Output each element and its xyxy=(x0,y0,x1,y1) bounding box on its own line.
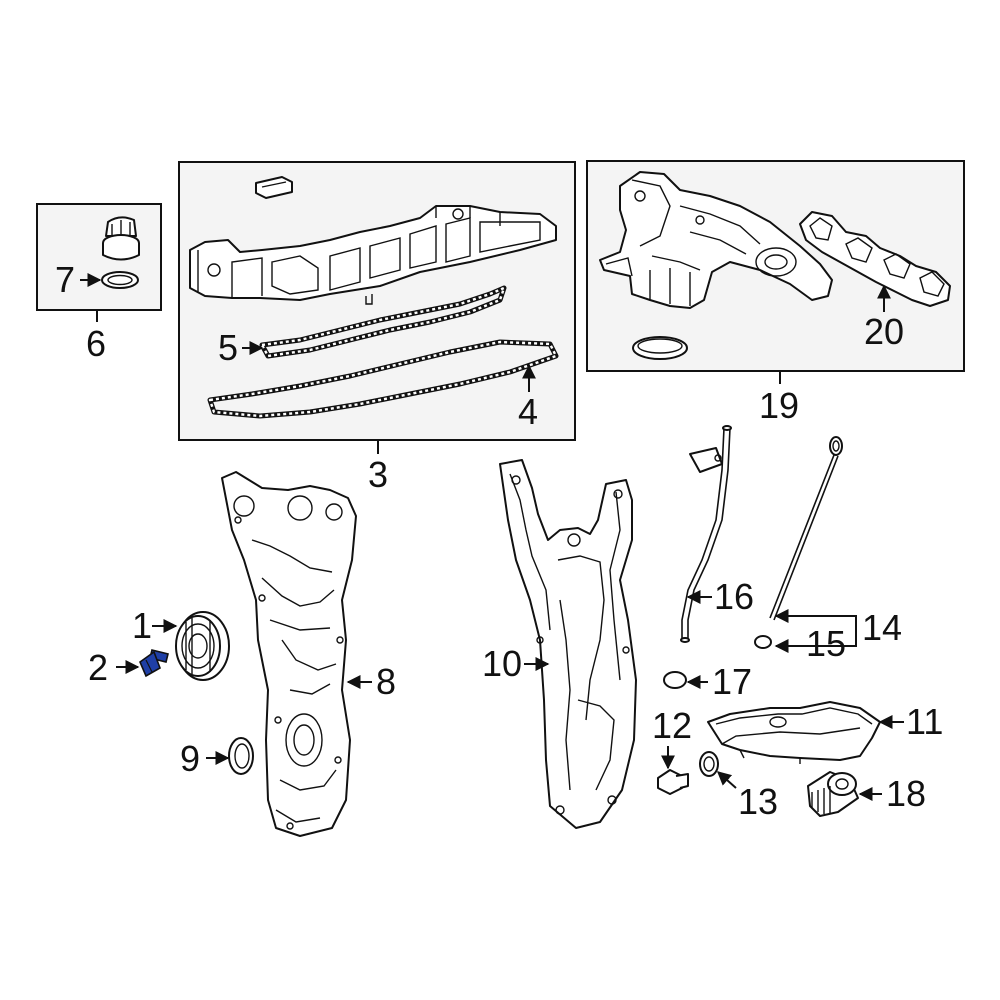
callout-3: 3 xyxy=(368,454,388,495)
callout-13: 13 xyxy=(738,781,778,822)
oil-pan[interactable] xyxy=(707,701,881,764)
intake-manifold[interactable] xyxy=(599,171,833,309)
callout-8: 8 xyxy=(376,661,396,702)
drain-plug-gasket[interactable] xyxy=(699,751,719,777)
callout-12: 12 xyxy=(652,705,692,746)
oil-filter[interactable] xyxy=(807,771,859,817)
spark-plug-tube-gasket[interactable] xyxy=(259,285,507,359)
dipstick-o-ring[interactable] xyxy=(754,635,772,649)
drain-plug[interactable] xyxy=(657,769,689,795)
valve-cover-breather[interactable] xyxy=(255,176,293,199)
callout-15: 15 xyxy=(806,623,846,664)
callout-2: 2 xyxy=(88,647,108,688)
oil-filler-cap[interactable] xyxy=(102,216,140,261)
front-crankshaft-seal[interactable] xyxy=(228,737,254,775)
valve-cover-gasket[interactable] xyxy=(207,339,559,419)
callout-16: 16 xyxy=(714,576,754,617)
callout-5: 5 xyxy=(218,327,238,368)
group-box-6 xyxy=(36,203,162,311)
callout-1: 1 xyxy=(132,605,152,646)
crankshaft-pulley[interactable] xyxy=(175,611,230,681)
dipstick-tube[interactable] xyxy=(680,425,732,643)
throttle-body-gasket[interactable] xyxy=(632,336,688,360)
callout-20: 20 xyxy=(864,311,904,352)
callout-14: 14 xyxy=(862,607,902,648)
leader-13 xyxy=(716,771,737,789)
intake-manifold-gasket[interactable] xyxy=(799,211,951,307)
valve-cover[interactable] xyxy=(189,205,557,305)
callout-11: 11 xyxy=(906,701,943,742)
callout-7: 7 xyxy=(55,259,75,300)
oil-filler-cap-gasket[interactable] xyxy=(101,271,139,289)
callout-18: 18 xyxy=(886,773,926,814)
callout-6: 6 xyxy=(86,323,106,364)
callout-9: 9 xyxy=(180,738,200,779)
callout-10: 10 xyxy=(482,643,522,684)
callout-4: 4 xyxy=(518,391,538,432)
callout-17: 17 xyxy=(712,661,752,702)
leader-14 xyxy=(778,615,857,647)
crankshaft-pulley-bolt[interactable] xyxy=(139,649,169,678)
oil-dipstick[interactable] xyxy=(769,436,843,621)
callout-19: 19 xyxy=(759,385,799,426)
timing-cover[interactable] xyxy=(221,471,357,837)
dipstick-tube-o-ring[interactable] xyxy=(663,671,687,689)
